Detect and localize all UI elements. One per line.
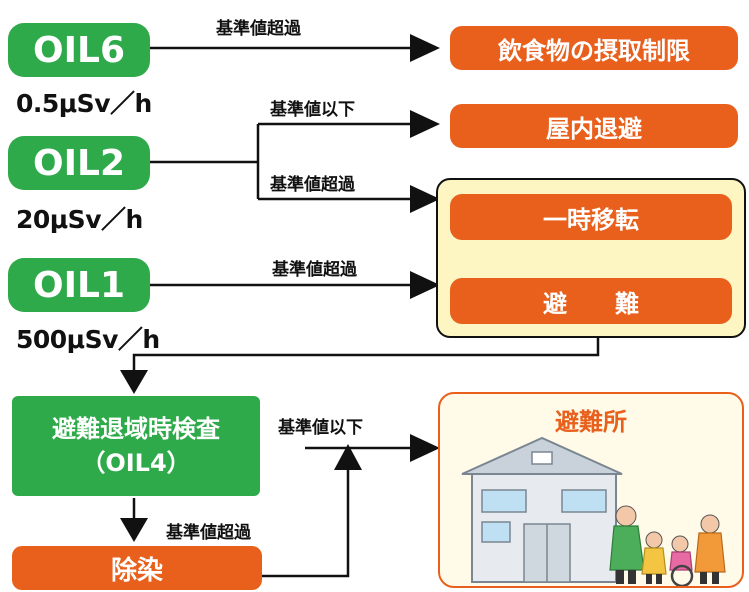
oil2-label: OIL2 [33,142,125,184]
evacuation-label: 避 難 [543,289,639,318]
oil1-box: OIL1 [8,258,150,312]
food-restriction-label: 飲食物の摂取制限 [498,36,690,65]
indoor-shelter-box: 屋内退避 [450,104,738,148]
arrow-to-indoor-shelter [410,110,440,138]
child-figure [641,531,667,584]
indoor-shelter-label: 屋内退避 [546,114,642,143]
oil6-exceed-label: 基準値超過 [216,19,301,39]
shelter-title: 避難所 [555,408,627,436]
temporary-relocation-box: 一時移転 [450,194,732,240]
oil2-box: OIL2 [8,136,150,190]
oil6-threshold: 0.5μSv／h [16,89,152,118]
inspection-below-label: 基準値以下 [278,418,363,438]
arrow-to-inspection [120,370,148,394]
shelter-panel: 避難所 [438,392,744,588]
arrow-to-evacuation [410,271,440,299]
temporary-relocation-label: 一時移転 [543,205,639,234]
inspection-exceed-label: 基準値超過 [166,523,251,543]
arrow-to-decon [120,518,148,542]
oil2-threshold: 20μSv／h [16,205,143,234]
food-restriction-box: 飲食物の摂取制限 [450,26,738,70]
arrow-up-to-shelter-line [334,444,362,470]
wheelchair-figure [669,535,694,586]
decon-box: 除染 [12,546,262,590]
oil1-exceed-label: 基準値超過 [272,260,357,280]
decon-label: 除染 [110,555,163,586]
oil2-below-label: 基準値以下 [270,100,355,120]
oil6-box: OIL6 [8,23,150,77]
inspection-title: 避難退域時検査 [52,415,220,443]
arrow-to-food-restriction [410,34,440,62]
arrow-to-shelter [410,434,440,462]
evacuation-box: 避 難 [450,278,732,324]
evacuee-figure [609,505,645,584]
inspection-box: 避難退域時検査 （OIL4） [12,396,260,496]
oil6-label: OIL6 [33,29,125,71]
oil2-exceed-label: 基準値超過 [270,175,355,195]
oil1-label: OIL1 [33,264,125,306]
inspection-oil4: （OIL4） [81,449,191,477]
oil1-threshold: 500μSv／h [16,325,160,354]
shelter-building-illustration [461,436,726,586]
caregiver-figure [694,514,726,584]
arrow-to-temporary-relocation [410,185,440,213]
